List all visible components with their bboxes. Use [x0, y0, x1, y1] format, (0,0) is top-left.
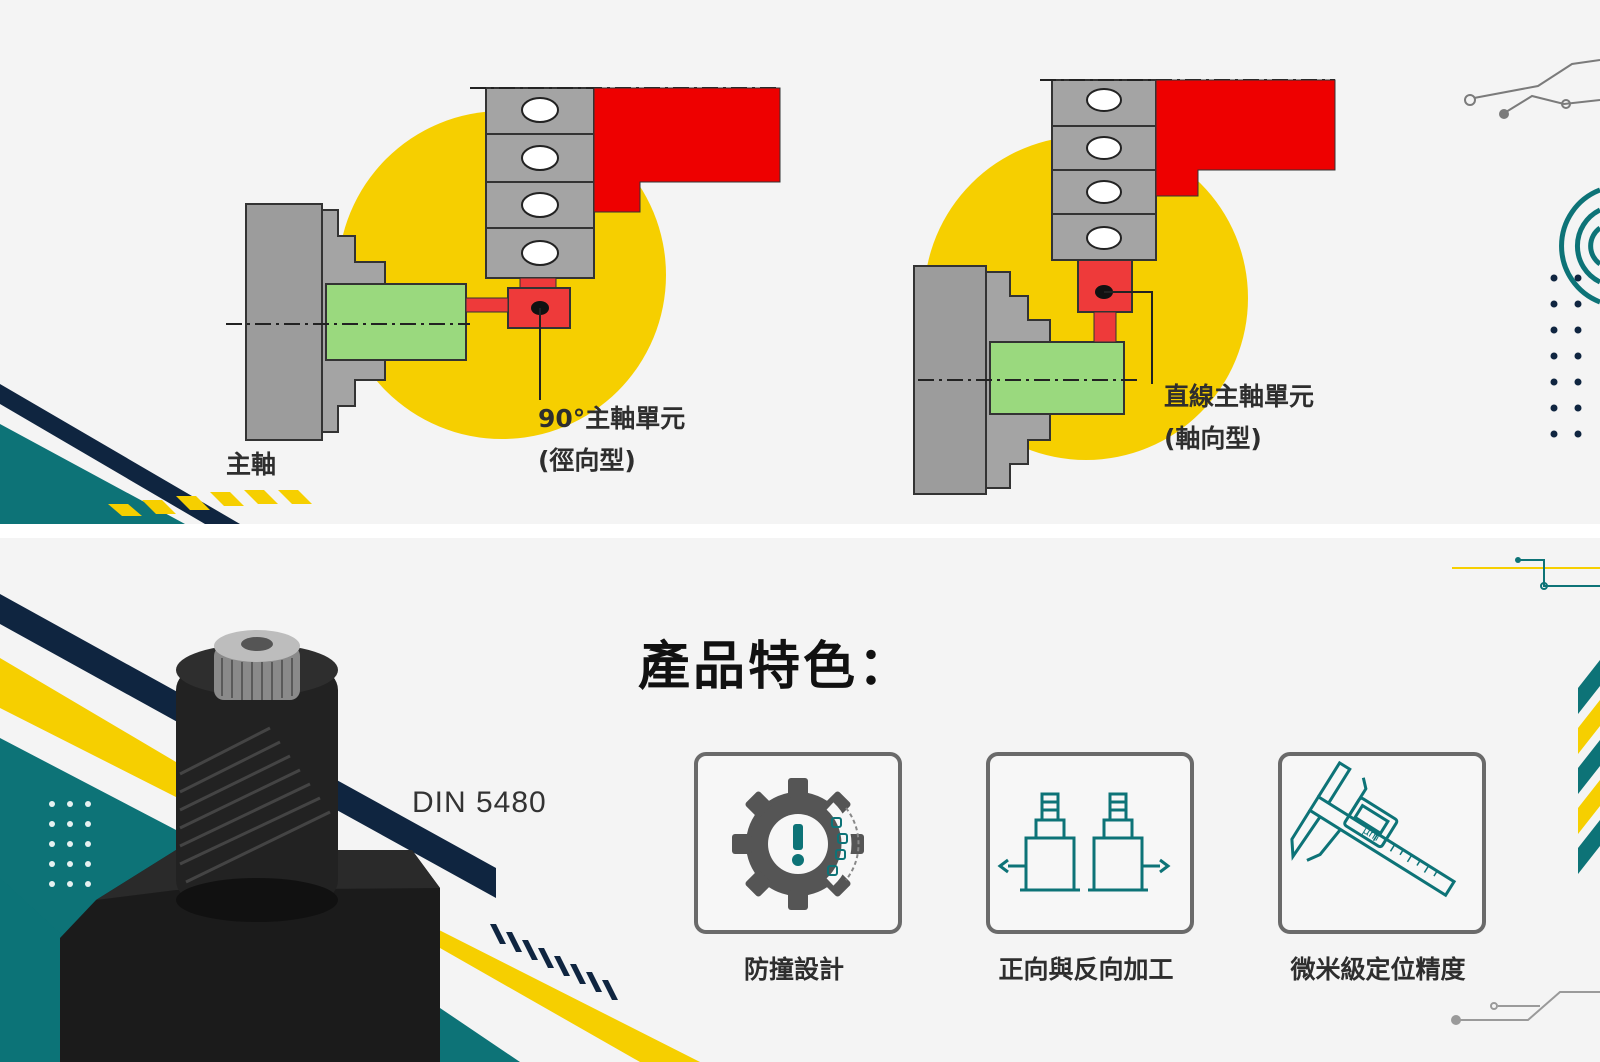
- feature-label-micron-precision: 微米級定位精度: [1290, 955, 1466, 984]
- feature-card-micron-precision: µm: [1278, 752, 1486, 934]
- radial-unit-label: 90°主軸單元: [538, 404, 686, 433]
- radial-unit-type-label: (徑向型): [538, 446, 636, 475]
- teal-arc-decoration: [1559, 187, 1600, 305]
- decorative-stripes: [0, 384, 312, 524]
- product-code: DIN 5480: [412, 786, 547, 819]
- radial-diagram: [226, 87, 781, 441]
- feature-card-anti-collision: [694, 752, 902, 934]
- tool-holder-product-image: [60, 630, 440, 1062]
- caliper-icon: µm: [1290, 760, 1457, 898]
- diagram-panel: 主軸 90°主軸單元 (徑向型) 直線主軸單元 (軸向型): [0, 0, 1600, 524]
- features-panel: DIN 5480 產品特色：: [0, 538, 1600, 1062]
- feature-label-forward-reverse: 正向與反向加工: [998, 955, 1174, 984]
- panel-divider: [0, 524, 1600, 538]
- feature-card-forward-reverse: [986, 752, 1194, 934]
- gear-alert-icon: [732, 778, 864, 910]
- dot-grid-decoration: [1550, 274, 1582, 438]
- product-background: [0, 557, 1600, 1062]
- axial-unit-label: 直線主軸單元: [1164, 382, 1315, 411]
- spindle-diagrams: [0, 59, 1600, 524]
- feature-label-anti-collision: 防撞設計: [743, 955, 844, 984]
- axial-diagram: [913, 79, 1336, 495]
- circuit-decoration-bottom: [1451, 991, 1600, 1025]
- features-title: 產品特色：: [638, 637, 914, 697]
- circuit-decoration: [1464, 59, 1600, 119]
- spindle-label: 主軸: [226, 450, 277, 479]
- circuit-decoration: [1452, 557, 1600, 590]
- right-stripes-decoration: [1578, 660, 1600, 874]
- axial-unit-type-label: (軸向型): [1164, 424, 1262, 453]
- tool-holders-icon: [997, 792, 1171, 892]
